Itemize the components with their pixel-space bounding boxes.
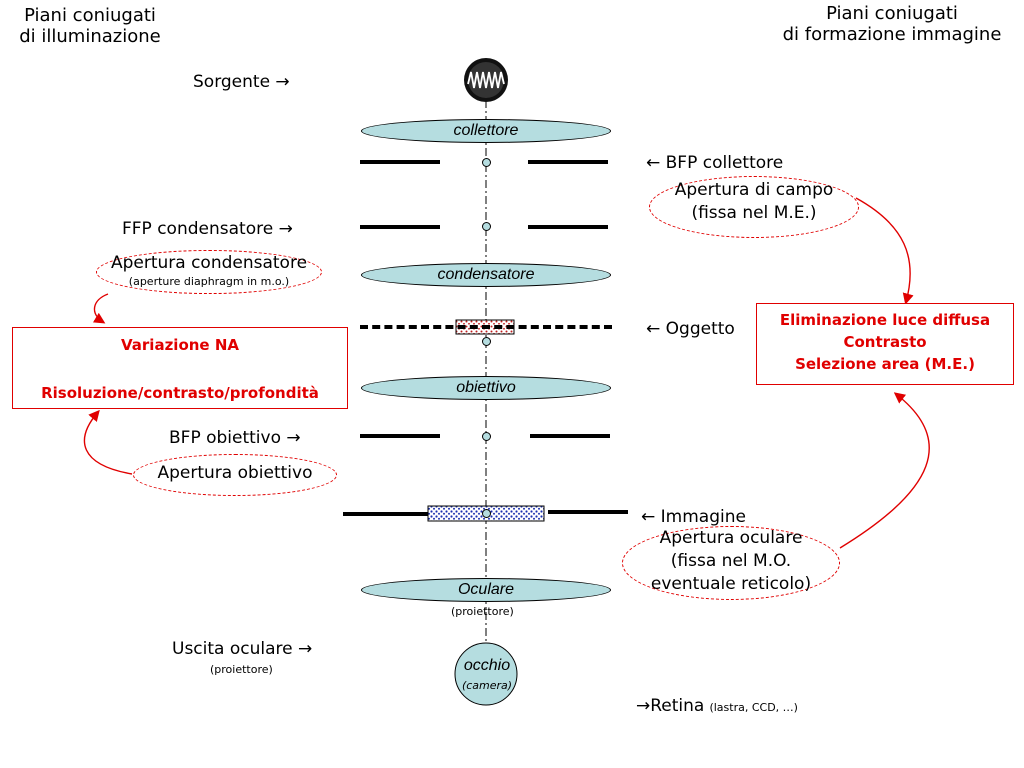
bfp-collettore-bar-left <box>360 160 440 164</box>
immagine-label: ← Immagine <box>641 507 746 527</box>
left-header: Piani coniugati di illuminazione <box>10 5 170 47</box>
right-header-line2: di formazione immagine <box>782 23 1002 45</box>
uscita-oculare-label: Uscita oculare → <box>172 639 313 659</box>
bfp-collettore-bar-right <box>528 160 608 164</box>
object-plane-dashed <box>360 325 612 329</box>
lamp-icon <box>464 58 508 102</box>
right-header-line1: Piani coniugati <box>826 3 958 24</box>
apertura-oculare-ellipse <box>622 526 840 600</box>
bfp-obiettivo-label: BFP obiettivo → <box>169 428 301 448</box>
arrow-objective-to-box <box>83 409 133 475</box>
bfp-obiettivo-bar-right <box>530 434 610 438</box>
variazione-na-subtitle: Risoluzione/contrasto/profondità <box>41 384 319 402</box>
eliminazione-line1: Eliminazione luce diffusa <box>779 311 991 329</box>
eliminazione-line3: Selezione area (M.E.) <box>795 354 975 373</box>
arrow-ocular-to-box <box>839 392 930 549</box>
bfp-collettore-point <box>482 158 491 167</box>
ffp-condensatore-bar-left <box>360 225 440 229</box>
uscita-oculare-note: (proiettore) <box>210 663 273 676</box>
left-header-line2: di illuminazione <box>19 25 161 47</box>
bfp-obiettivo-bar-left <box>360 434 440 438</box>
arrow-condenser-to-box <box>92 293 109 324</box>
sorgente-label: Sorgente → <box>193 72 290 92</box>
eliminazione-line2: Contrasto <box>843 332 927 351</box>
eye-circle <box>454 642 518 706</box>
left-header-line1: Piani coniugati <box>24 5 156 26</box>
ffp-condensatore-point <box>482 222 491 231</box>
arrow-field-to-box <box>855 197 914 305</box>
apertura-oculare-line1: Apertura oculare <box>659 528 803 548</box>
apertura-condensatore-note: (aperture diaphragm in m.o.) <box>128 275 290 288</box>
apertura-campo-line1: Apertura di campo <box>674 180 834 200</box>
ffp-condensatore-label: FFP condensatore → <box>122 219 293 239</box>
apertura-obiettivo-label: Apertura obiettivo <box>157 463 313 483</box>
apertura-oculare-line3: eventuale reticolo) <box>650 574 812 594</box>
apertura-campo-line2: (fissa nel M.E.) <box>691 203 817 223</box>
occhio-label: occhio <box>463 657 511 674</box>
retina-note: (lastra, CCD, …) <box>709 701 798 714</box>
apertura-condensatore-label: Apertura condensatore <box>110 253 308 273</box>
variazione-na-box: Variazione NA Risoluzione/contrasto/prof… <box>12 327 348 409</box>
image-plane-bar-right <box>548 510 628 514</box>
object-plane-point <box>482 337 491 346</box>
ffp-condensatore-bar-right <box>528 225 608 229</box>
variazione-na-title: Variazione NA <box>121 336 239 354</box>
image-plane-bar-left <box>343 512 428 516</box>
oggetto-label: ← Oggetto <box>646 319 735 339</box>
eliminazione-box: Eliminazione luce diffusa Contrasto Sele… <box>756 303 1014 385</box>
bfp-obiettivo-point <box>482 432 491 441</box>
apertura-oculare-line2: (fissa nel M.O. <box>670 551 792 571</box>
collettore-lens: collettore <box>361 119 611 143</box>
obiettivo-lens: obiettivo <box>361 376 611 400</box>
right-header: Piani coniugati di formazione immagine <box>762 3 1022 45</box>
apertura-condensatore-ellipse <box>96 250 322 294</box>
retina-label: →Retina (lastra, CCD, …) <box>636 696 798 717</box>
bfp-collettore-label: ← BFP collettore <box>646 153 784 173</box>
oculare-lens: Oculare <box>361 578 611 602</box>
image-plane-point <box>482 509 491 518</box>
apertura-obiettivo-ellipse <box>133 454 337 496</box>
occhio-note: (camera) <box>461 679 513 692</box>
oculare-note: (proiettore) <box>451 605 514 618</box>
retina-text: →Retina <box>636 696 705 716</box>
condensatore-lens: condensatore <box>361 263 611 287</box>
apertura-campo-ellipse <box>649 176 859 238</box>
